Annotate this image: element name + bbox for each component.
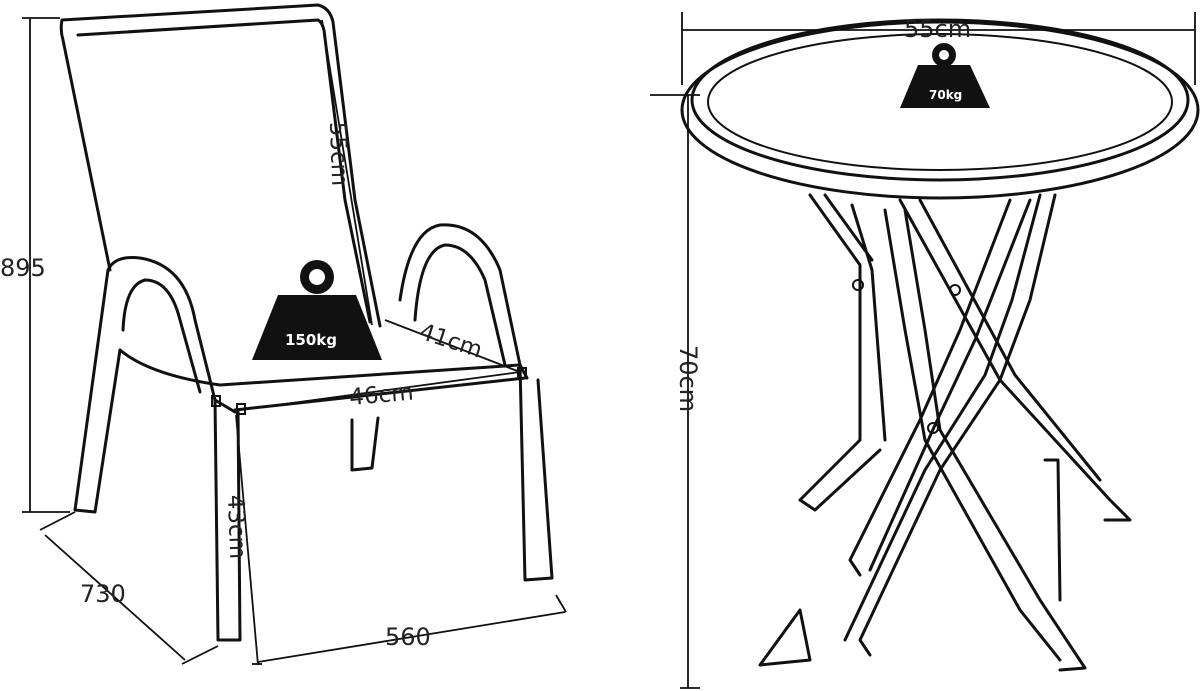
chair-dimension-lines: [22, 17, 567, 666]
table-foot-right: [1043, 458, 1062, 602]
table-weight-label: 70kg: [929, 88, 962, 102]
chair-back-height-label: 55cm: [324, 121, 352, 186]
table-top-rim: [690, 18, 1190, 182]
table-foot-left: [758, 608, 812, 667]
table-leg-cross-c: [843, 193, 1057, 657]
table-leg-left: [798, 193, 887, 512]
chair-bolt: [211, 395, 221, 407]
chair-right-armrest: [398, 223, 522, 367]
table-diameter-label: 55cm: [904, 15, 971, 43]
chair-height-label: 895: [0, 254, 46, 282]
chair-left-armrest: [73, 256, 217, 514]
chair-rear-leg: [350, 416, 380, 472]
chair-right-front-leg: [518, 363, 554, 582]
chair-seat-depth-label: 41cm: [416, 319, 485, 364]
table-rivet: [949, 284, 961, 296]
table-rivet: [852, 279, 864, 291]
table-leg-cross-d: [883, 208, 1087, 672]
chair-seat-height-label: 43cm: [222, 494, 250, 559]
table-top-inner: [707, 33, 1173, 171]
chair-seat: [118, 348, 529, 414]
table-drawing: [680, 18, 1200, 672]
chair-drawing: [59, 3, 554, 642]
chair-seat-width-label: 46cm: [348, 379, 414, 411]
table-height-label: 70cm: [674, 345, 702, 412]
chair-depth-label: 730: [80, 580, 126, 608]
table-dimension-lines: [650, 12, 1196, 689]
table-rivet: [927, 422, 939, 434]
table-leg-cross-b: [848, 198, 1032, 577]
table-top-outer: [680, 20, 1200, 200]
chair-width-label: 560: [385, 623, 431, 651]
table-weight-icon: [900, 43, 990, 108]
chair-weight-icon: [252, 260, 382, 360]
chair-weight-label: 150kg: [285, 331, 337, 349]
chair-left-front-leg: [213, 398, 242, 642]
table-leg-cross-a: [898, 198, 1132, 522]
